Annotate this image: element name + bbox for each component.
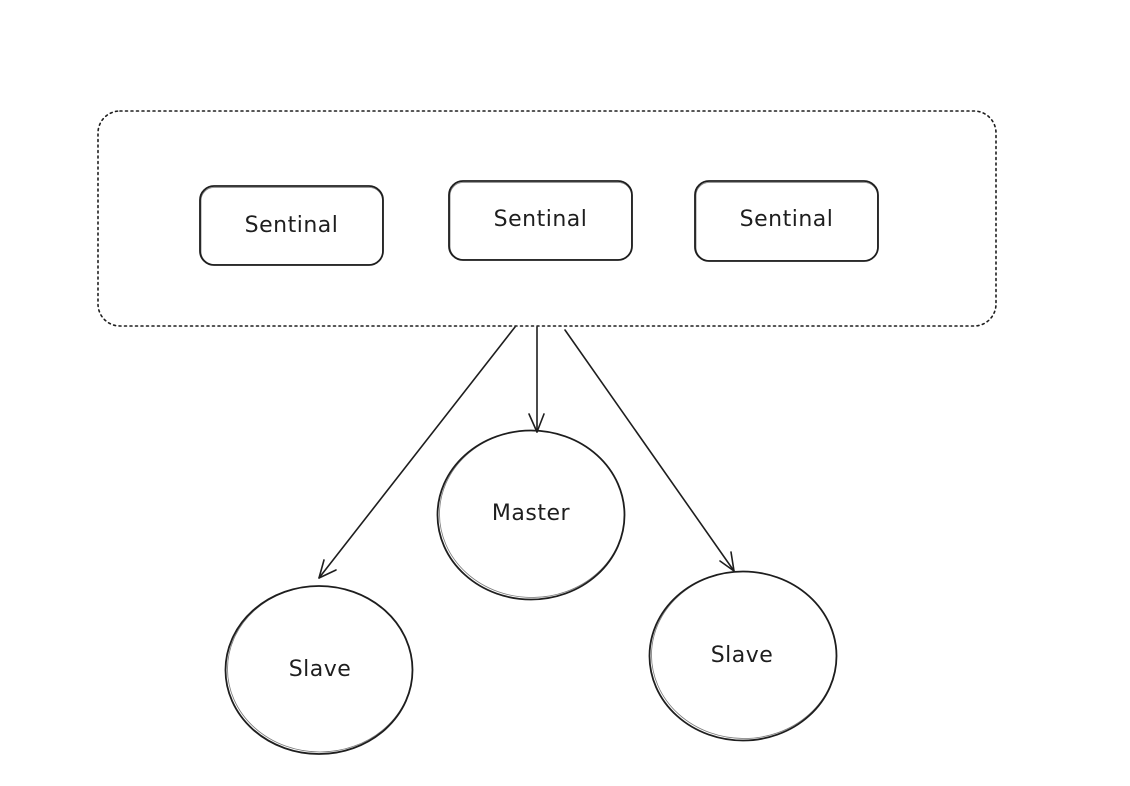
sentinel-node-3-label: Sentinal	[740, 207, 834, 232]
sentinel-node-3[interactable]: Sentinal	[694, 180, 879, 262]
sentinel-node-1-label: Sentinal	[245, 213, 339, 238]
server-slave-right-label: Slave	[711, 643, 774, 668]
sentinel-node-2[interactable]: Sentinal	[448, 180, 633, 261]
server-slave-left-label: Slave	[289, 657, 352, 682]
server-master[interactable]: Master	[436, 429, 626, 601]
sentinel-node-1[interactable]: Sentinal	[199, 185, 384, 266]
server-master-label: Master	[492, 501, 571, 526]
arrow-to-master[interactable]	[528, 326, 545, 433]
server-slave-right[interactable]: Slave	[648, 570, 838, 742]
arrow-to-slave-left[interactable]	[318, 326, 516, 579]
sentinel-group-container[interactable]	[97, 110, 997, 327]
server-slave-left[interactable]: Slave	[224, 585, 414, 755]
sentinel-node-2-label: Sentinal	[494, 207, 588, 232]
